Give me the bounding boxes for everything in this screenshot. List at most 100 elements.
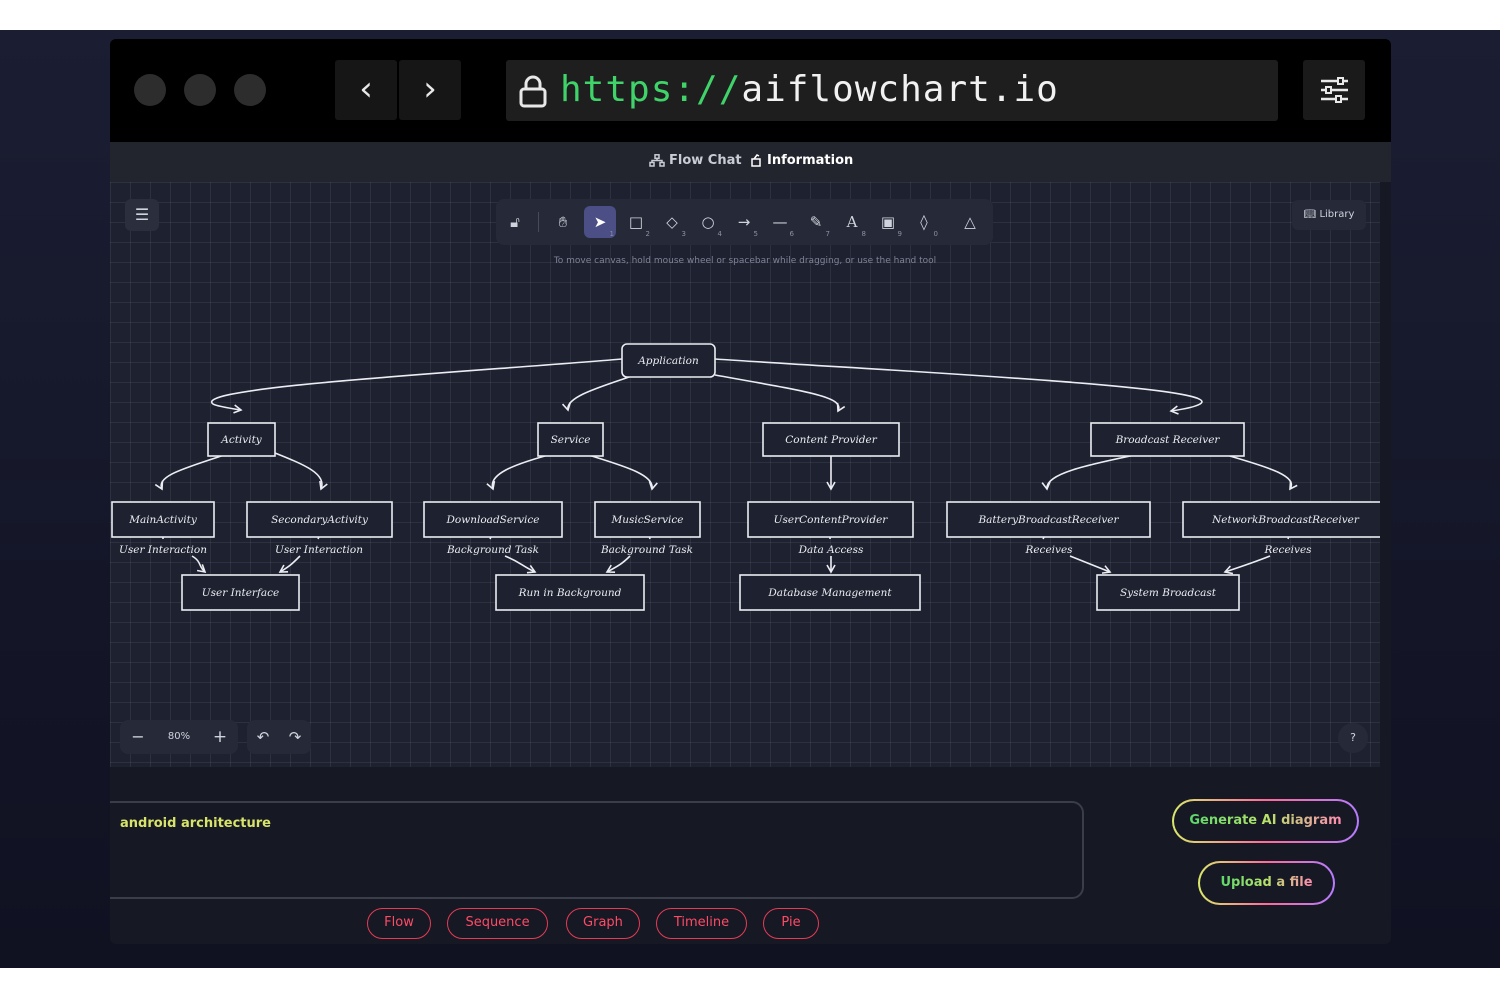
node-run-in-background[interactable]: Run in Background	[495, 574, 645, 611]
generate-ai-diagram-label: Generate AI diagram	[1189, 813, 1342, 828]
type-pie-button[interactable]: Pie	[763, 908, 819, 939]
tool-rectangle[interactable]: □2	[620, 206, 652, 238]
ellipse-icon: ○	[701, 213, 715, 231]
zoom-in-button[interactable]: +	[212, 727, 228, 747]
address-bar[interactable]: https://aiflowchart.io	[506, 60, 1278, 121]
node-activity[interactable]: Activity	[207, 422, 276, 457]
node-batterybroadcastreceiver[interactable]: BatteryBroadcastReceiver	[946, 501, 1151, 538]
edge-application-broadcast-receiver	[714, 358, 1203, 415]
chevron-right-icon: ›	[423, 69, 437, 109]
undo-button[interactable]: ↶	[256, 728, 270, 746]
diagram-canvas[interactable]: Application Activity Service Content Pro…	[110, 182, 1380, 767]
node-system-broadcast[interactable]: System Broadcast	[1096, 574, 1240, 611]
library-button[interactable]: 📖︎ Library	[1292, 200, 1366, 230]
zoom-level: 80%	[167, 731, 191, 742]
edge-activity-mainactivity	[154, 452, 231, 491]
node-secondaryactivity[interactable]: SecondaryActivity	[246, 501, 393, 538]
hierarchy-icon	[649, 154, 665, 167]
rectangle-icon: □	[628, 213, 644, 231]
browser-titlebar: ‹ › https://aiflowchart.io	[110, 39, 1391, 142]
forward-button[interactable]: ›	[399, 60, 461, 120]
screenshot-stage: ‹ › https://aiflowchart.io	[0, 30, 1500, 968]
tab-information[interactable]: Information	[749, 153, 853, 168]
undo-redo-control: ↶ ↷	[247, 720, 311, 754]
node-content-provider-label: Content Provider	[785, 434, 878, 446]
sliders-icon	[1321, 77, 1348, 103]
redo-button[interactable]: ↷	[288, 728, 302, 746]
edge-label-download-background-task: Background Task	[446, 544, 539, 556]
node-usercontentprovider-label: UserContentProvider	[774, 514, 889, 526]
tool-line[interactable]: —6	[764, 206, 796, 238]
back-button[interactable]: ‹	[335, 60, 397, 120]
node-content-provider[interactable]: Content Provider	[762, 422, 900, 457]
tool-shapes[interactable]: △	[954, 206, 986, 238]
node-batterybroadcastreceiver-label: BatteryBroadcastReceiver	[977, 514, 1119, 526]
window-minimize-dot[interactable]	[184, 74, 216, 106]
node-networkbroadcastreceiver-label: NetworkBroadcastReceiver	[1211, 514, 1360, 526]
node-downloadservice[interactable]: DownloadService	[423, 501, 563, 538]
edge-label-battery-receives: Receives	[1024, 544, 1073, 556]
tool-ellipse-shortcut: 4	[717, 230, 722, 238]
window-close-dot[interactable]	[134, 74, 166, 106]
tool-arrow-shortcut: 5	[753, 230, 758, 238]
node-musicservice[interactable]: MusicService	[594, 501, 701, 538]
tool-hand[interactable]: ✋︎	[547, 206, 579, 238]
tool-pencil[interactable]: ✎7	[800, 206, 832, 238]
tool-eraser[interactable]: ◊0	[908, 206, 940, 238]
browser-menu-button[interactable]	[1303, 60, 1365, 120]
text-icon: A	[846, 213, 858, 231]
zoom-out-button[interactable]: −	[131, 727, 145, 746]
node-database-management-label: Database Management	[767, 587, 892, 599]
node-usercontentprovider[interactable]: UserContentProvider	[747, 501, 914, 538]
tool-diamond-shortcut: 3	[681, 230, 686, 238]
type-sequence-button[interactable]: Sequence	[447, 908, 548, 939]
node-run-in-background-label: Run in Background	[518, 587, 622, 599]
image-icon: ▣	[880, 213, 896, 231]
type-graph-button[interactable]: Graph	[566, 908, 640, 939]
edge-label-secondary-user-interaction: User Interaction	[275, 544, 363, 556]
arrow-icon: →	[737, 213, 751, 231]
generate-ai-diagram-button[interactable]: Generate AI diagram	[1172, 799, 1359, 843]
hamburger-icon: ☰	[134, 205, 150, 224]
node-database-management[interactable]: Database Management	[739, 574, 921, 611]
upload-file-button[interactable]: Upload a file	[1198, 861, 1335, 905]
hand-icon: ✋︎	[558, 213, 568, 231]
tool-diamond[interactable]: ◇3	[656, 206, 688, 238]
tool-image[interactable]: ▣9	[872, 206, 904, 238]
node-secondaryactivity-label: SecondaryActivity	[271, 514, 369, 526]
node-networkbroadcastreceiver[interactable]: NetworkBroadcastReceiver	[1182, 501, 1380, 538]
type-flow-button[interactable]: Flow	[367, 908, 431, 939]
tab-flow-chat[interactable]: Flow Chat	[649, 153, 742, 168]
diagram-svg: Application Activity Service Content Pro…	[111, 343, 1380, 611]
node-broadcast-receiver-label: Broadcast Receiver	[1115, 434, 1221, 446]
library-label: Library	[1319, 209, 1355, 220]
url-host: aiflowchart.io	[741, 69, 1059, 110]
help-button[interactable]: ?	[1338, 723, 1368, 753]
node-user-interface-label: User Interface	[202, 587, 279, 599]
upload-file-label: Upload a file	[1220, 875, 1313, 890]
prompt-input[interactable]: android architecture	[110, 801, 1084, 899]
tab-information-label: Information	[767, 153, 854, 168]
tool-eraser-shortcut: 0	[933, 230, 938, 238]
node-application[interactable]: Application	[621, 343, 716, 378]
type-timeline-button[interactable]: Timeline	[656, 908, 747, 939]
node-system-broadcast-label: System Broadcast	[1120, 587, 1217, 599]
node-broadcast-receiver[interactable]: Broadcast Receiver	[1090, 422, 1245, 457]
tool-text-shortcut: 8	[861, 230, 866, 238]
canvas-hint: To move canvas, hold mouse wheel or spac…	[553, 256, 937, 266]
edge-application-activity	[210, 358, 623, 414]
tool-ellipse[interactable]: ○4	[692, 206, 724, 238]
tool-lock[interactable]: 🔓︎	[499, 206, 531, 238]
question-icon: ?	[1350, 731, 1356, 744]
canvas-menu-button[interactable]: ☰	[125, 199, 159, 231]
tool-arrow[interactable]: →5	[728, 206, 760, 238]
node-user-interface[interactable]: User Interface	[181, 574, 300, 611]
node-service[interactable]: Service	[537, 422, 604, 457]
url-scheme: https://	[560, 69, 742, 110]
window-maximize-dot[interactable]	[234, 74, 266, 106]
tool-select[interactable]: ➤1	[584, 206, 616, 238]
pencil-icon: ✎	[809, 213, 823, 231]
node-mainactivity[interactable]: MainActivity	[111, 501, 215, 538]
